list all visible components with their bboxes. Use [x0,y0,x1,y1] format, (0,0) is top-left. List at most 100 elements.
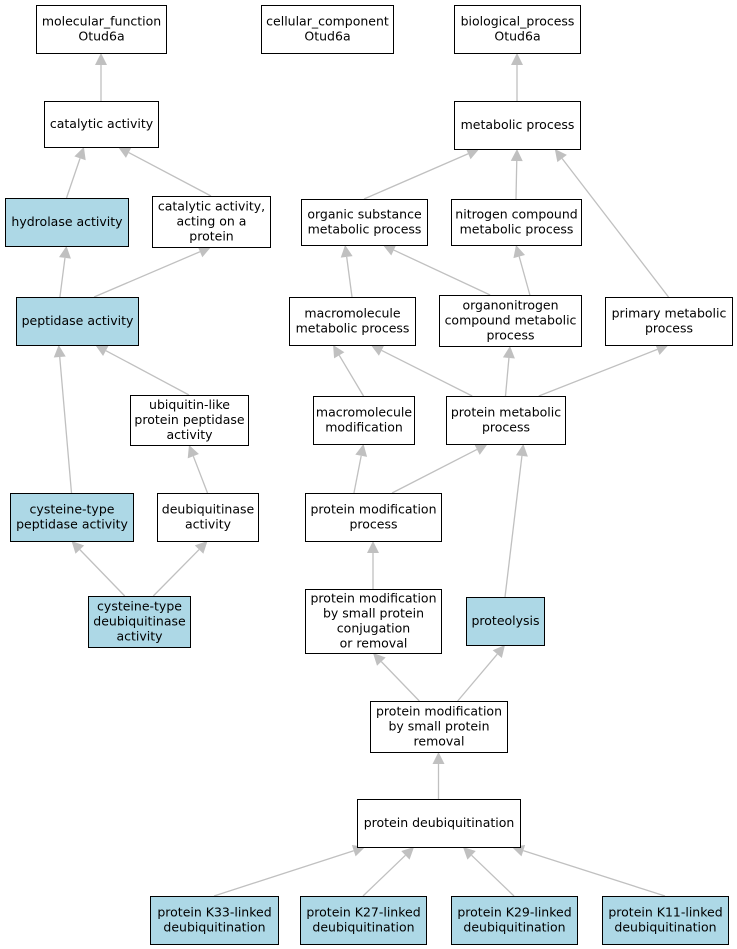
node-label-line: by small protein [323,606,424,621]
node-protein-deubiquitination[interactable]: protein deubiquitination [357,799,521,848]
node-label-line: macromolecule [316,405,412,420]
node-label-line: protein modification [376,704,502,719]
arrowhead-protein_deubiquitination [462,847,476,860]
node-box [130,395,249,446]
arrowhead-ubl_peptidase_activity [187,445,199,459]
arrowhead-organonitrogen_cmp [502,346,515,359]
arrowhead-metabolic_process [465,148,480,160]
edge-deubiquitinase_activity-to-ubl_peptidase_activity [192,455,209,494]
node-catalytic-activity[interactable]: catalytic activity [44,101,159,148]
node-label-line: organic substance [307,207,422,222]
edge-protein_modification_process-to-protein_mp [391,448,478,494]
edge-pm_small_removal-to-pm_small_conj_removal [380,661,420,702]
edge-cysteine_peptidase-to-peptidase_activity [59,356,73,494]
node-label-line: removal [414,734,465,749]
node-label-line: primary metabolic [612,306,727,321]
node-box [357,799,521,848]
node-label-line: acting on a [177,214,247,229]
node-hydrolase-activity[interactable]: hydrolase activity [5,198,129,247]
node-box [451,199,582,246]
node-proteolysis[interactable]: proteolysis [466,597,545,646]
arrowhead-mf_root [95,53,107,65]
node-label-line: peptidase activity [16,517,128,532]
node-label-line: ubiquitin-like [149,397,230,412]
arrowhead-catalytic_activity [118,147,132,158]
node-box [466,597,545,646]
node-label-line: organonitrogen [462,298,558,313]
edge-proteolysis-to-protein_mp [504,455,523,598]
arrowhead-macromolecule_mp [370,345,385,356]
edge-organonitrogen_cmp-to-organic_substance_mp [393,249,491,296]
node-label-line: process [645,321,693,336]
arrowhead-macromolecule_mp [333,345,345,359]
node-label-line: peptidase activity [22,313,134,328]
node-box [300,896,427,945]
node-peptidase-activity[interactable]: peptidase activity [16,297,139,346]
arrowhead-organic_substance_mp [340,245,353,258]
arrowhead-deubiquitinase_activity [194,541,208,554]
arrowhead-proteolysis [492,645,505,659]
edge-ubl_peptidase_activity-to-peptidase_activity [105,350,190,396]
node-label-line: conjugation [337,621,410,636]
node-label-line: metabolic process [308,222,422,237]
node-box [36,5,167,54]
node-box [602,896,729,945]
node-label-line: catalytic activity, [158,199,265,214]
edge-protein_modification_process-to-macromolecule_modification [353,455,362,494]
edge-k33-to-protein_deubiquitination [213,850,354,897]
edge-macromolecule_modification-to-macromolecule_mp [338,354,365,397]
node-box [157,493,259,542]
node-label-line: deubiquitination [614,920,716,935]
arrowhead-hydrolase_activity [59,246,71,259]
node-label-line: catalytic activity [50,116,154,131]
edge-catalytic_activity_protein-to-catalytic_activity [128,152,212,197]
edge-k29-to-protein_deubiquitination [471,854,515,897]
node-label-line: Otud6a [304,29,350,44]
node-metabolic-process[interactable]: metabolic process [454,101,581,150]
node-box [301,199,428,246]
node-label-line: deubiquitinase [162,502,255,517]
arrowhead-primary_mp [655,343,669,355]
node-label-line: proteolysis [471,613,539,628]
node-box [261,5,394,54]
node-box [152,196,271,248]
node-label-line: deubiquitination [163,920,265,935]
edge-hydrolase_activity-to-catalytic_activity [65,158,81,199]
arrowhead-bp_root [511,53,523,65]
arrowhead-organic_substance_mp [382,244,397,256]
node-label-line: protein [189,229,233,244]
arrowhead-metabolic_process [554,149,567,163]
node-label-line: protein K11-linked [608,905,722,920]
edge-pm_small_removal-to-proteolysis [457,653,498,702]
node-box [454,101,581,150]
node-label-line: deubiquitination [463,920,565,935]
node-label-line: process [349,517,397,532]
arrowhead-peptidase_activity [95,345,109,356]
node-box [5,198,129,247]
arrowhead-catalytic_activity_protein [197,246,211,258]
node-label-line: cysteine-type [30,502,115,517]
